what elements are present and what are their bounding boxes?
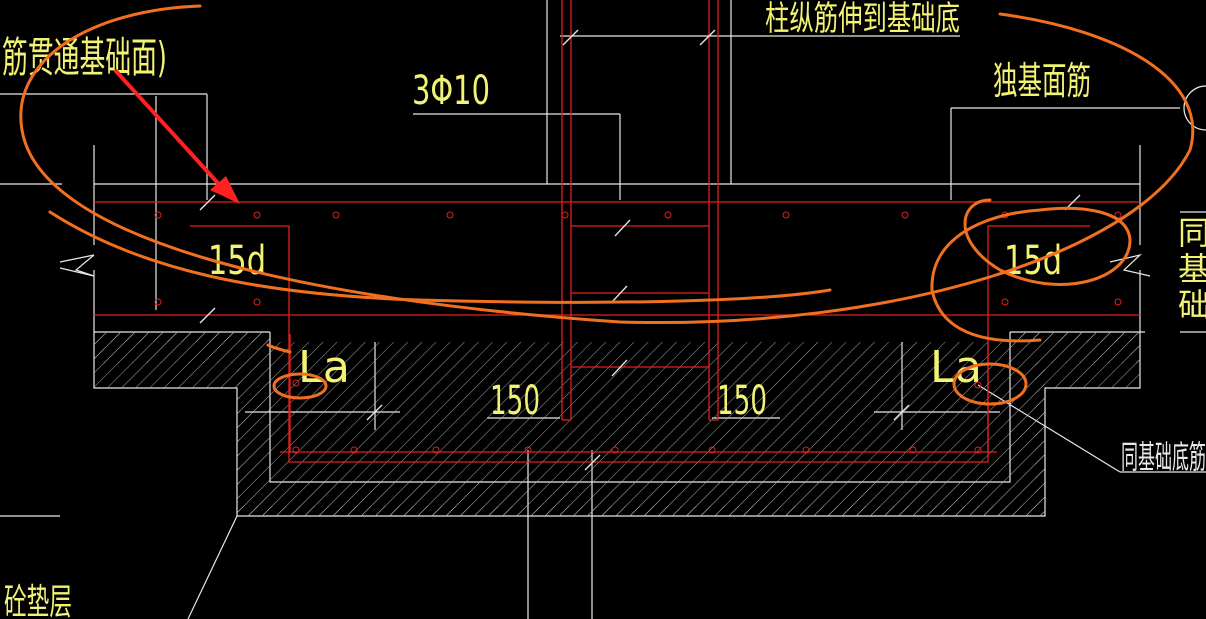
markup-large-ellipse — [19, 4, 1195, 325]
right-edge-char-2: 基 — [1178, 250, 1206, 288]
rebar-lines — [94, 0, 1140, 471]
red-arrow-icon — [113, 68, 240, 204]
hatched-concrete — [94, 332, 1140, 516]
top-left-note: 筋贯通基础面) — [2, 33, 167, 82]
right-top-note: 独基面筋 — [993, 59, 1091, 103]
dimension-150-right: 150 — [717, 378, 767, 424]
right-edge-char-3: 础 — [1178, 286, 1206, 324]
dimension-150-left: 150 — [490, 378, 540, 424]
rebar-callout-label: 3Φ10 — [412, 68, 490, 114]
markup-inner-curve — [48, 210, 832, 304]
markup-la-right-circle — [952, 362, 1028, 406]
la-left-label: La — [298, 342, 350, 393]
bottom-left-note: 砼垫层 — [4, 582, 72, 619]
markup-left-tail — [266, 343, 292, 354]
right-edge-char-1: 同 — [1178, 214, 1206, 252]
markup-annotations — [19, 4, 1195, 406]
right-bottom-note: 同基础底筋 — [1121, 438, 1206, 476]
markup-la-left-circle — [272, 372, 328, 400]
rebar-dots — [154, 211, 1122, 454]
top-center-note: 柱纵筋伸到基础底 — [765, 0, 960, 39]
markup-right-loop — [930, 198, 1132, 343]
